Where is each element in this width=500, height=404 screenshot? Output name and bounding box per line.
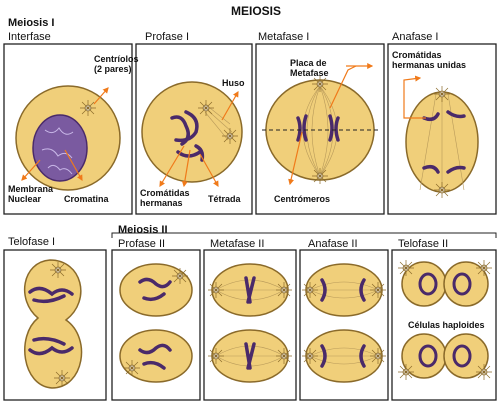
label-celulas-haploides: Células haploides bbox=[408, 320, 485, 330]
label-cromatidas-unidas: Cromátidas hermanas unidas bbox=[392, 50, 466, 70]
label-placa-line1: Placa de bbox=[290, 58, 327, 68]
label-centriolos: Centríolos (2 pares) bbox=[94, 54, 139, 74]
label-centriolos-line2: (2 pares) bbox=[94, 64, 132, 74]
stage-title-anafase-2: Anafase II bbox=[308, 238, 358, 250]
label-centriolos-line1: Centríolos bbox=[94, 54, 139, 64]
label-membrana-line1: Membrana bbox=[8, 184, 54, 194]
cell-telofase-2-bottom bbox=[397, 333, 493, 381]
cell-anafase-2-bottom bbox=[301, 329, 387, 383]
label-cromatidas-line2: hermanas bbox=[140, 198, 183, 208]
cell-anafase-1 bbox=[405, 85, 479, 199]
stage-title-metafase-2: Metafase II bbox=[210, 238, 265, 250]
cell-metafase-2-top bbox=[207, 263, 293, 317]
stage-title-telofase-1: Telofase I bbox=[8, 236, 56, 248]
stage-title-interfase: Interfase bbox=[8, 31, 51, 43]
cell-profase-2-bottom bbox=[119, 329, 193, 383]
panel-interfase bbox=[3, 43, 133, 215]
cell-profase-2-top bbox=[119, 263, 193, 317]
panel-telofase-2 bbox=[391, 249, 497, 401]
label-cromatina: Cromatina bbox=[64, 194, 109, 204]
label-placa-line2: Metafase bbox=[290, 68, 329, 78]
label-unidas-line2: hermanas unidas bbox=[392, 60, 467, 70]
label-placa-metafase: Placa de Metafase bbox=[290, 58, 329, 78]
label-tetrada: Tétrada bbox=[208, 194, 241, 204]
label-huso: Huso bbox=[222, 78, 245, 88]
diagram-title: MEIOSIS bbox=[231, 4, 282, 18]
cell-profase-1 bbox=[141, 81, 243, 183]
label-centromeros: Centrómeros bbox=[274, 194, 331, 204]
cell-metafase-2-bottom bbox=[207, 329, 293, 383]
meiosis-2-bracket bbox=[111, 232, 497, 238]
stage-title-profase-1: Profase I bbox=[145, 31, 190, 43]
panel-profase-2 bbox=[111, 249, 201, 401]
cell-anafase-2-top bbox=[301, 263, 387, 317]
cell-telofase-1 bbox=[23, 259, 83, 389]
label-unidas-line1: Cromátidas bbox=[392, 50, 442, 60]
panel-telofase-1 bbox=[3, 249, 107, 401]
label-cromatidas-line1: Cromátidas bbox=[140, 188, 190, 198]
stage-title-telofase-2: Telofase II bbox=[398, 238, 449, 250]
stage-title-anafase-1: Anafase I bbox=[392, 31, 439, 43]
panel-metafase-2 bbox=[203, 249, 297, 401]
panel-metafase-1 bbox=[255, 43, 385, 215]
cell-telofase-2-top bbox=[397, 259, 493, 307]
section-meiosis-1: Meiosis I bbox=[8, 17, 55, 29]
stage-title-profase-2: Profase II bbox=[118, 238, 166, 250]
stage-title-metafase-1: Metafase I bbox=[258, 31, 310, 43]
label-membrana-nuclear: Membrana Nuclear bbox=[8, 184, 53, 204]
label-cromatidas-hermanas: Cromátidas hermanas bbox=[140, 188, 190, 208]
panel-anafase-1 bbox=[387, 43, 497, 215]
panel-profase-1 bbox=[135, 43, 253, 215]
label-membrana-line2: Nuclear bbox=[8, 194, 42, 204]
cell-interfase bbox=[15, 85, 121, 191]
panel-anafase-2 bbox=[299, 249, 389, 401]
